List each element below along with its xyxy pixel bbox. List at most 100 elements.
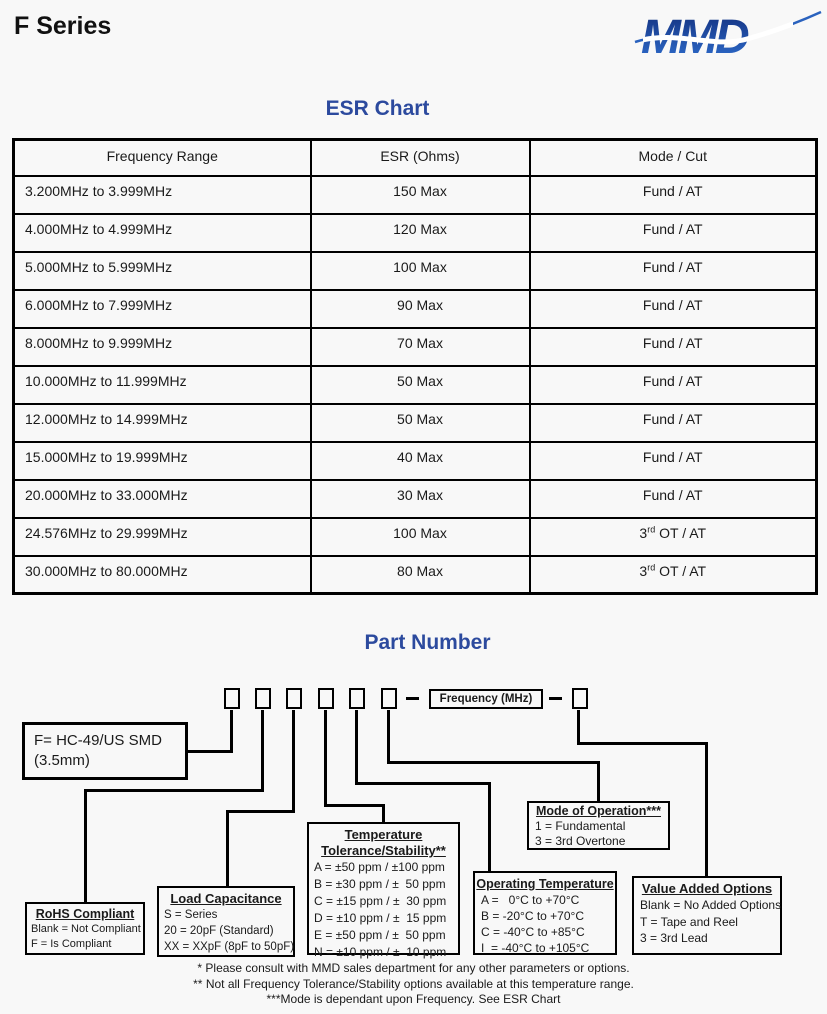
part-field-box-7 (572, 688, 588, 709)
option-item: C = -40°C to +85°C (481, 925, 585, 939)
option-item: ***Mode is dependant upon Frequency. See… (266, 992, 561, 1006)
option-item: S = Series (164, 909, 218, 921)
part-field-box-6 (381, 688, 397, 709)
operating-temperature-title: Operating Temperature (476, 877, 614, 891)
temperature-tolerance-title-line2: Tolerance/Stability** (321, 843, 446, 858)
esr-cell: 90 Max (309, 288, 531, 329)
esr-cell: 80 Max (309, 554, 531, 595)
temperature-tolerance-title-line1: Temperature (344, 827, 423, 842)
esr-cell: 70 Max (309, 326, 531, 367)
package-line2: (3.5mm) (34, 752, 90, 769)
option-item: * Please consult with MMD sales departme… (197, 961, 630, 975)
column-header-frequency-range: Frequency Range (12, 138, 312, 177)
dash-separator (406, 697, 419, 700)
part-field-box-3 (286, 688, 302, 709)
mode-cut-cell: Fund / AT (528, 402, 818, 443)
esr-table: Frequency Range ESR (Ohms) Mode / Cut 3.… (12, 138, 818, 595)
connector-line (577, 710, 580, 745)
frequency-range-cell: 15.000MHz to 19.999MHz (12, 440, 312, 481)
esr-cell: 30 Max (309, 478, 531, 519)
esr-cell: 50 Max (309, 364, 531, 405)
connector-line (387, 710, 390, 764)
option-item: 3 = 3rd Overtone (535, 834, 626, 848)
footnotes: * Please consult with MMD sales departme… (0, 961, 827, 1008)
connector-line (324, 804, 385, 807)
operating-temperature-box: Operating Temperature A = 0°C to +70°C B … (473, 871, 617, 955)
option-item: Blank = No Added Options (640, 898, 782, 912)
frequency-field-box: Frequency (MHz) (429, 689, 543, 709)
rohs-compliant-title: RoHS Compliant (35, 907, 135, 921)
mmd-logo: MMD (634, 10, 822, 64)
option-item: E = ±50 ppm / ± 50 ppm (314, 928, 446, 942)
option-item: A = 0°C to +70°C (481, 893, 580, 907)
mode-cut-cell: Fund / AT (528, 364, 818, 405)
part-field-box-5 (349, 688, 365, 709)
connector-line (226, 810, 295, 813)
value-added-options-title: Value Added Options (641, 881, 773, 896)
part-field-box-2 (255, 688, 271, 709)
mode-cut-cell: Fund / AT (528, 250, 818, 291)
esr-cell: 100 Max (309, 516, 531, 557)
esr-cell: 100 Max (309, 250, 531, 291)
mode-cut-cell: Fund / AT (528, 440, 818, 481)
connector-line (292, 710, 295, 813)
mode-cut-cell: 3rd OT / AT (528, 554, 818, 595)
esr-cell: 40 Max (309, 440, 531, 481)
page-title: F Series (14, 12, 112, 40)
mode-cut-cell: Fund / AT (528, 326, 818, 367)
frequency-range-cell: 3.200MHz to 3.999MHz (12, 174, 312, 215)
connector-line (705, 742, 708, 876)
frequency-range-cell: 12.000MHz to 14.999MHz (12, 402, 312, 443)
option-item: A = ±50 ppm / ±100 ppm (314, 860, 445, 874)
option-item: F = Is Compliant (31, 938, 112, 950)
option-item: T = Tape and Reel (640, 914, 738, 929)
frequency-range-cell: 24.576MHz to 29.999MHz (12, 516, 312, 557)
frequency-range-cell: 8.000MHz to 9.999MHz (12, 326, 312, 367)
option-item: 1 = Fundamental (535, 819, 626, 833)
part-field-box-4 (318, 688, 334, 709)
connector-line (226, 810, 229, 886)
connector-line (84, 789, 264, 792)
mode-cut-cell: Fund / AT (528, 288, 818, 329)
connector-line (577, 742, 708, 745)
connector-line (188, 750, 233, 753)
frequency-range-cell: 30.000MHz to 80.000MHz (12, 554, 312, 595)
mode-cut-cell: Fund / AT (528, 478, 818, 519)
frequency-range-cell: 5.000MHz to 5.999MHz (12, 250, 312, 291)
frequency-range-cell: 20.000MHz to 33.000MHz (12, 478, 312, 519)
rohs-compliant-box: RoHS Compliant Blank = Not Compliant F = … (25, 902, 145, 955)
option-item: B = -20°C to +70°C (481, 909, 584, 923)
temperature-tolerance-box: Temperature Tolerance/Stability** A = ±5… (307, 822, 460, 959)
frequency-range-cell: 6.000MHz to 7.999MHz (12, 288, 312, 329)
mode-cut-cell: Fund / AT (528, 174, 818, 215)
esr-chart-heading: ESR Chart (325, 97, 430, 120)
option-item: B = ±30 ppm / ± 50 ppm (314, 877, 446, 891)
connector-line (324, 710, 327, 807)
connector-line (355, 782, 491, 785)
frequency-range-cell: 10.000MHz to 11.999MHz (12, 364, 312, 405)
option-item: XX = XXpF (8pF to 50pF) (164, 941, 295, 953)
dash-separator (549, 697, 562, 700)
esr-cell: 50 Max (309, 402, 531, 443)
option-item: C = ±15 ppm / ± 30 ppm (314, 894, 447, 908)
mode-cut-cell: 3rd OT / AT (528, 516, 818, 557)
part-field-box-1 (224, 688, 240, 709)
option-item: D = ±10 ppm / ± 15 ppm (314, 911, 447, 925)
connector-line (230, 710, 233, 753)
frequency-range-cell: 4.000MHz to 4.999MHz (12, 212, 312, 253)
esr-cell: 150 Max (309, 174, 531, 215)
part-number-heading: Part Number (364, 631, 491, 654)
option-item: Blank = Not Compliant (31, 923, 141, 935)
option-item: 20 = 20pF (Standard) (164, 925, 274, 937)
